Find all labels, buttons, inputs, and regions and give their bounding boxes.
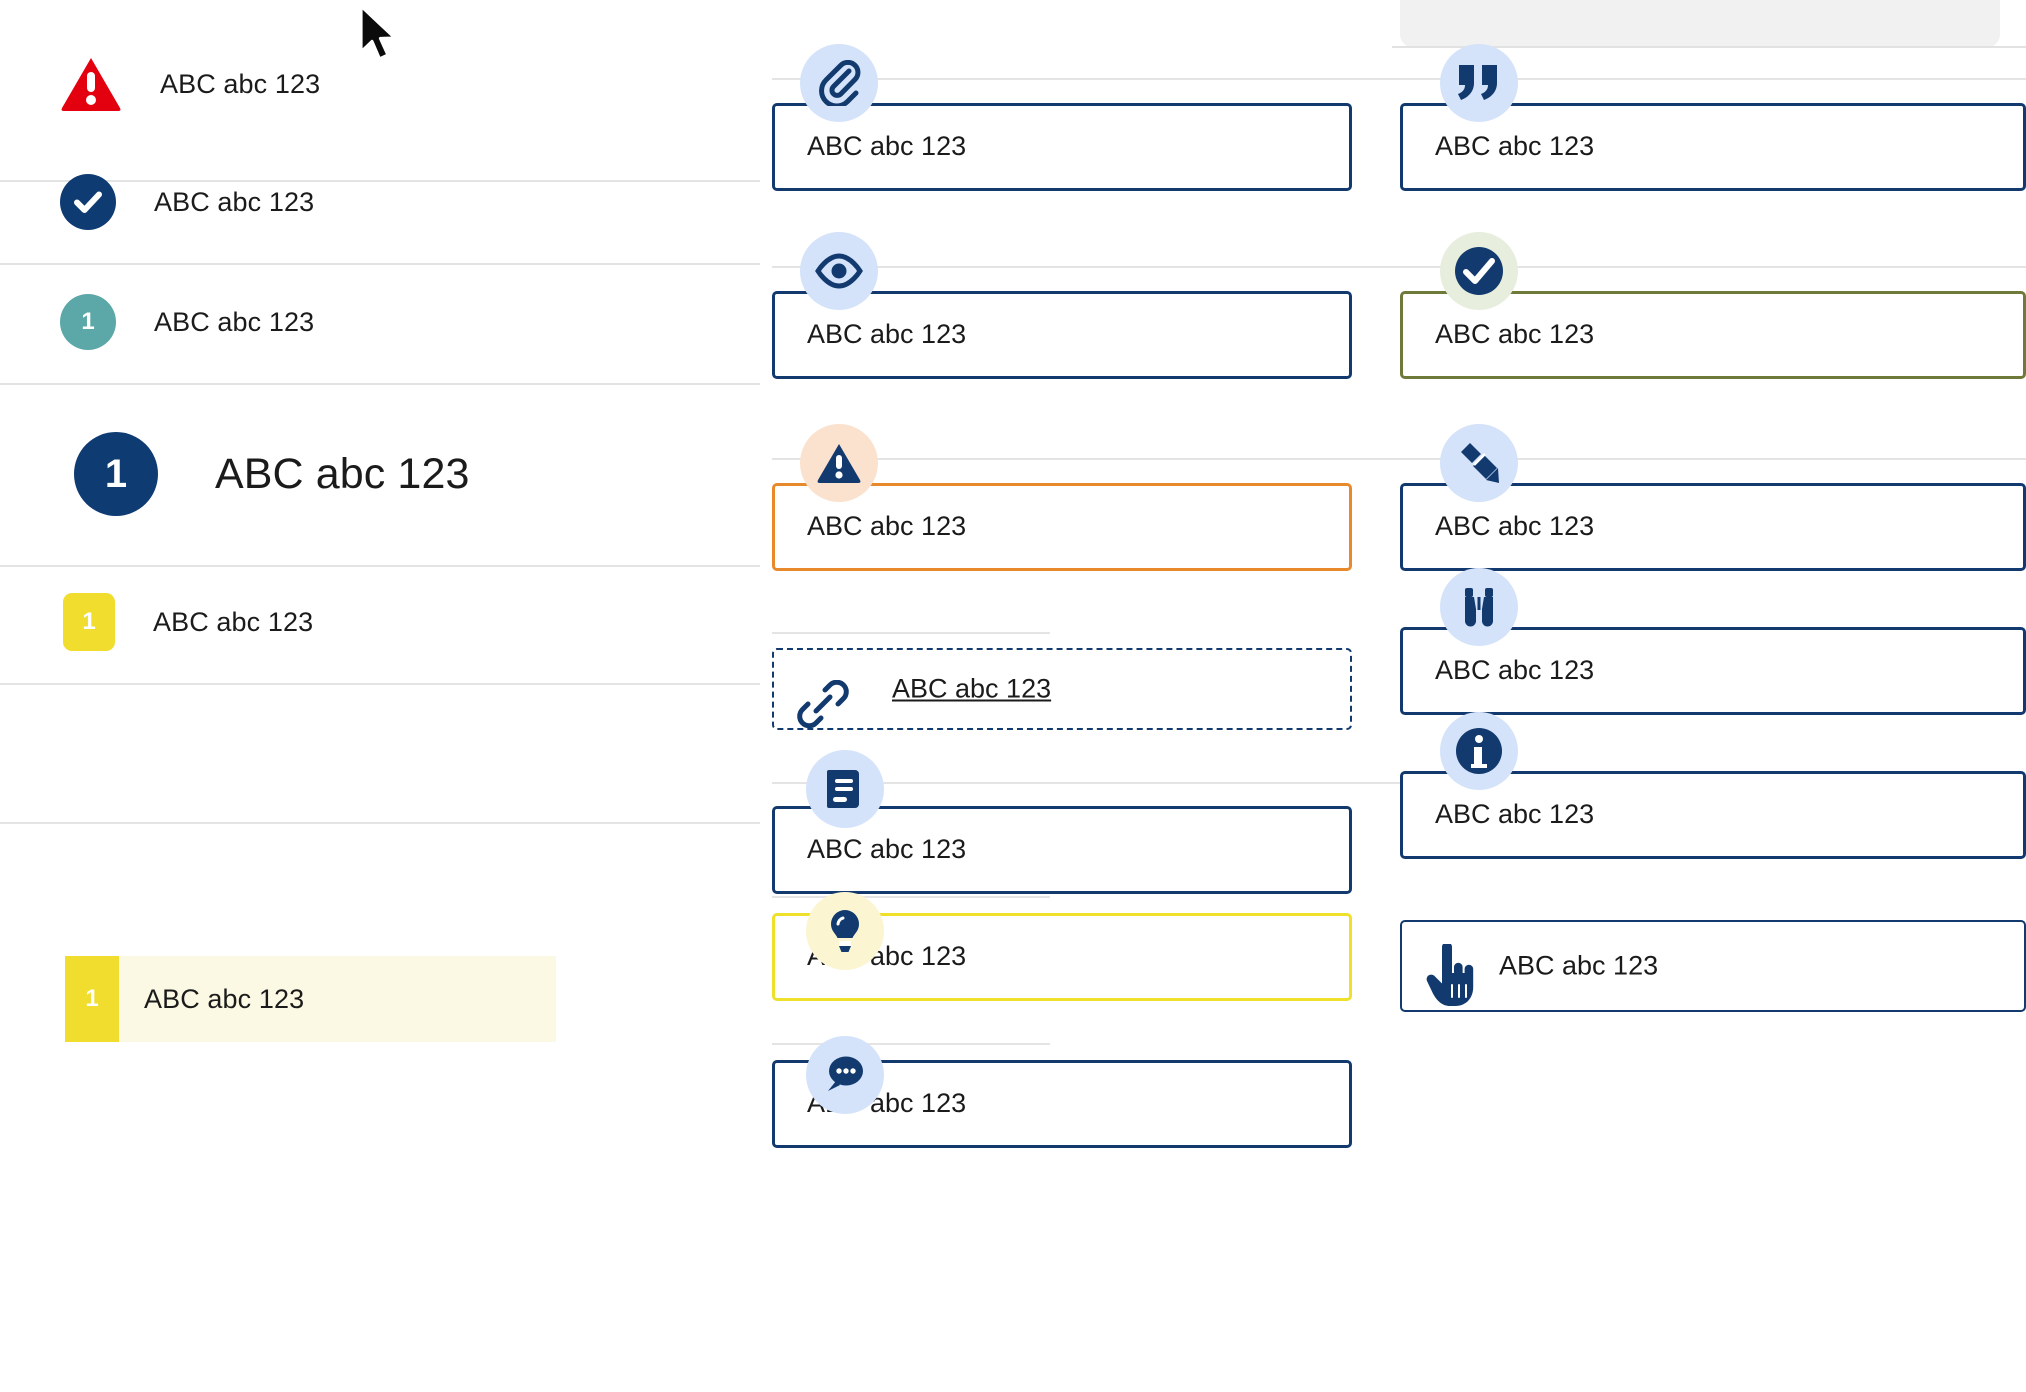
badge-number: 1 <box>82 608 96 635</box>
list-item-label: ABC abc 123 <box>144 983 305 1014</box>
list-separator <box>0 683 760 685</box>
paperclip-icon <box>800 44 878 122</box>
book-icon <box>806 750 884 828</box>
binoculars-icon <box>1440 568 1518 646</box>
check-circle-icon <box>1440 232 1518 310</box>
mouse-pointer <box>355 4 403 75</box>
pointing-hand-icon <box>1424 942 1474 1011</box>
card-label: ABC abc 123 <box>807 131 967 161</box>
card-link-label[interactable]: ABC abc 123 <box>892 673 1052 704</box>
card-row-separator <box>772 78 2026 80</box>
card-row-separator <box>772 632 1050 634</box>
warning-card[interactable]: ABC abc 123 <box>772 483 1352 571</box>
action-card[interactable]: ABC abc 123 <box>1400 920 2026 1012</box>
list-item-headline[interactable]: 1 ABC abc 123 <box>74 432 469 516</box>
list-item-selected[interactable]: 1 ABC abc 123 <box>65 956 556 1042</box>
top-panel-divider <box>1392 46 2026 48</box>
list-item-label: ABC abc 123 <box>154 306 315 337</box>
number-badge: 1 <box>74 432 158 516</box>
success-card[interactable]: ABC abc 123 <box>1400 291 2026 379</box>
list-item-yellow-number[interactable]: 1 ABC abc 123 <box>63 593 313 651</box>
warning-triangle-icon <box>60 56 122 112</box>
warning-triangle-icon <box>800 424 878 502</box>
card-label: ABC abc 123 <box>1435 131 1595 161</box>
list-separator <box>0 263 760 265</box>
badge-number: 1 <box>85 985 99 1012</box>
check-circle-icon <box>60 174 116 230</box>
quotation-marks-icon <box>1440 44 1518 122</box>
chat-bubble-icon <box>806 1036 884 1114</box>
card-row-separator <box>772 896 1050 898</box>
top-panel-shadow <box>1400 0 2000 48</box>
list-item-label: ABC abc 123 <box>160 68 321 99</box>
card-label: ABC abc 123 <box>1435 319 1595 349</box>
card-label: ABC abc 123 <box>807 511 967 541</box>
eye-icon <box>800 232 878 310</box>
card-label: ABC abc 123 <box>807 834 967 864</box>
number-badge: 1 <box>65 956 119 1042</box>
list-item-label: ABC abc 123 <box>215 449 470 498</box>
list-separator <box>0 383 760 385</box>
badge-number: 1 <box>81 308 95 335</box>
list-item-label: ABC abc 123 <box>153 606 314 637</box>
quote-card[interactable]: ABC abc 123 <box>1400 103 2026 191</box>
card-label: ABC abc 123 <box>1435 799 1595 829</box>
list-item-teal-number[interactable]: 1 ABC abc 123 <box>60 294 314 350</box>
card-label: ABC abc 123 <box>807 319 967 349</box>
preview-card[interactable]: ABC abc 123 <box>772 291 1352 379</box>
reference-card[interactable]: ABC abc 123 <box>772 806 1352 894</box>
pencil-icon <box>1440 424 1518 502</box>
list-separator <box>0 565 760 567</box>
list-item-label: ABC abc 123 <box>154 186 315 217</box>
edit-card[interactable]: ABC abc 123 <box>1400 483 2026 571</box>
list-separator <box>0 180 760 182</box>
list-separator <box>0 822 760 824</box>
list-item-confirm[interactable]: ABC abc 123 <box>60 174 314 230</box>
card-row-separator <box>772 458 2026 460</box>
card-row-separator <box>772 266 2026 268</box>
link-card[interactable]: ABC abc 123 <box>772 648 1352 730</box>
card-row-separator <box>772 1043 1050 1045</box>
left-list-column: ABC abc 123 ABC abc 123 1 ABC abc 123 1 … <box>0 0 760 1392</box>
link-chain-icon <box>797 679 849 735</box>
info-card[interactable]: ABC abc 123 <box>1400 771 2026 859</box>
observe-card[interactable]: ABC abc 123 <box>1400 627 2026 715</box>
list-item-alert[interactable]: ABC abc 123 <box>60 56 320 112</box>
card-row-separator <box>772 782 2026 784</box>
card-label: ABC abc 123 <box>1435 511 1595 541</box>
badge-number: 1 <box>104 452 128 496</box>
card-label: ABC abc 123 <box>1499 950 1659 981</box>
attachment-card[interactable]: ABC abc 123 <box>772 103 1352 191</box>
number-badge: 1 <box>63 593 115 651</box>
number-badge: 1 <box>60 294 116 350</box>
lightbulb-icon <box>806 892 884 970</box>
info-circle-icon <box>1440 712 1518 790</box>
card-label: ABC abc 123 <box>1435 655 1595 685</box>
